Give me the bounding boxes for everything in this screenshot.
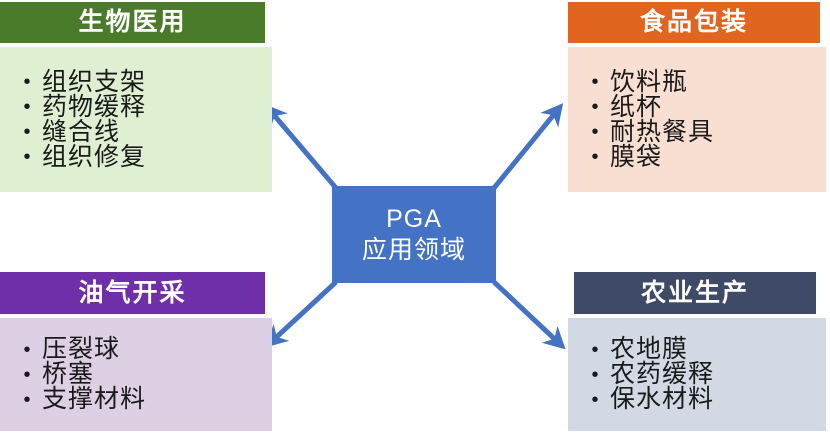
card-agricultural-production-body: • 农地膜 • 农药缓释 • 保水材料: [568, 318, 826, 431]
bullet-icon: •: [23, 388, 31, 411]
card-oil-gas-extraction-body: • 压裂球 • 桥塞 • 支撑材料: [0, 318, 272, 431]
bullet-icon: •: [23, 121, 31, 143]
list-item: • 纸杯: [580, 92, 826, 121]
center-node-pga: PGA 应用领域: [332, 186, 496, 283]
card-biomedical-body: • 组织支架 • 药物缓释 • 缝合线 • 组织修复: [0, 47, 272, 192]
arrow-to-oilgas: [265, 280, 338, 348]
list-item: • 支撑材料: [12, 387, 272, 412]
list-item: • 缝合线: [12, 117, 272, 146]
bullet-icon: •: [591, 388, 599, 411]
list-item-label: 保水材料: [610, 385, 715, 413]
bullet-icon: •: [591, 338, 599, 361]
list-item: • 膜袋: [580, 142, 826, 171]
list-item-label: 组织支架: [42, 67, 147, 96]
list-item: • 组织支架: [12, 67, 272, 96]
list-item: • 组织修复: [12, 142, 272, 171]
card-oil-gas-extraction: 油气开采 • 压裂球 • 桥塞 • 支撑材料: [0, 272, 272, 431]
list-item: • 压裂球: [12, 337, 272, 362]
card-food-packaging: 食品包装 • 饮料瓶 • 纸杯 • 耐热餐具 • 膜袋: [568, 2, 826, 192]
card-oil-gas-extraction-title: 油气开采: [78, 278, 187, 307]
card-oil-gas-extraction-header: 油气开采: [0, 272, 265, 314]
arrow-to-food: [492, 103, 564, 190]
list-item: • 饮料瓶: [580, 67, 826, 96]
card-food-packaging-body: • 饮料瓶 • 纸杯 • 耐热餐具 • 膜袋: [568, 47, 826, 192]
bullet-icon: •: [591, 121, 599, 143]
list-item: • 农药缓释: [580, 362, 826, 387]
list-item-label: 纸杯: [610, 92, 663, 121]
center-node-line1: PGA: [386, 205, 442, 233]
bullet-icon: •: [23, 96, 31, 118]
list-item-label: 压裂球: [42, 335, 121, 363]
list-item-label: 耐热餐具: [610, 117, 715, 146]
list-item: • 农地膜: [580, 337, 826, 362]
list-item-label: 农地膜: [610, 335, 689, 363]
list-item-label: 膜袋: [610, 142, 663, 171]
list-item-label: 农药缓释: [610, 360, 715, 388]
list-item-label: 组织修复: [42, 142, 147, 171]
list-item-label: 药物缓释: [42, 92, 147, 121]
card-biomedical-header: 生物医用: [0, 2, 265, 43]
card-food-packaging-title: 食品包装: [639, 8, 748, 36]
card-agricultural-production-title: 农业生产: [640, 278, 749, 307]
center-node-line2: 应用领域: [361, 235, 466, 264]
list-item-label: 桥塞: [42, 360, 95, 388]
list-item-label: 支撑材料: [42, 385, 147, 413]
bullet-icon: •: [591, 71, 599, 93]
card-biomedical: 生物医用 • 组织支架 • 药物缓释 • 缝合线 • 组织修复: [0, 2, 272, 192]
list-item-label: 缝合线: [42, 117, 121, 146]
card-agricultural-production: 农业生产 • 农地膜 • 农药缓释 • 保水材料: [568, 272, 826, 431]
list-item: • 药物缓释: [12, 92, 272, 121]
list-item: • 保水材料: [580, 387, 826, 412]
arrow-to-agriculture: [492, 280, 566, 350]
bullet-icon: •: [23, 71, 31, 93]
card-biomedical-title: 生物医用: [78, 8, 187, 36]
arrow-to-biomedical: [264, 104, 338, 190]
bullet-icon: •: [591, 146, 599, 168]
bullet-icon: •: [23, 363, 31, 386]
bullet-icon: •: [23, 338, 31, 361]
list-item-label: 饮料瓶: [610, 67, 689, 96]
card-agricultural-production-header: 农业生产: [574, 272, 816, 314]
list-item: • 耐热餐具: [580, 117, 826, 146]
card-food-packaging-header: 食品包装: [568, 2, 820, 43]
list-item: • 桥塞: [12, 362, 272, 387]
bullet-icon: •: [23, 146, 31, 168]
bullet-icon: •: [591, 96, 599, 118]
bullet-icon: •: [591, 363, 599, 386]
